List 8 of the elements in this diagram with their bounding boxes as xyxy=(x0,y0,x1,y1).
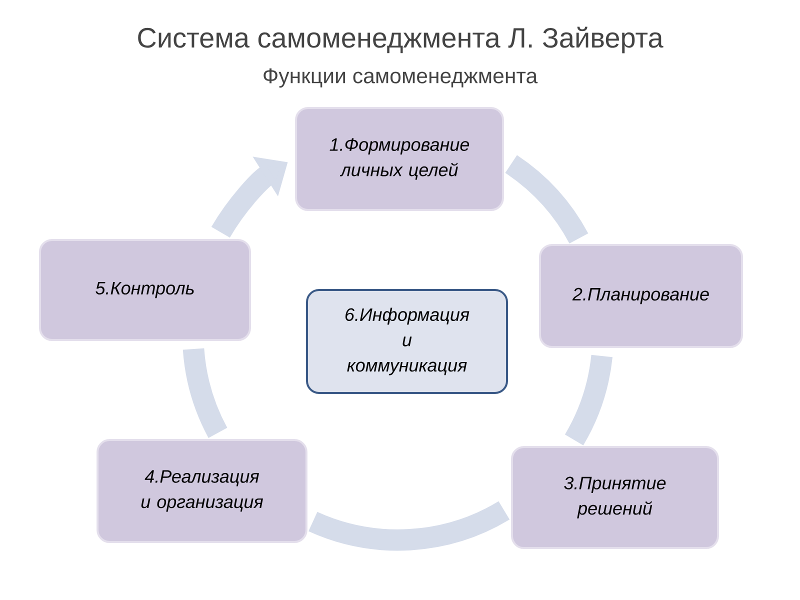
function-box: 2.Планирование xyxy=(539,244,743,348)
title: Система самоменеджмента Л. Зайверта xyxy=(138,26,664,54)
subtitle: Функции самоменеджмента xyxy=(264,68,538,88)
function-box: 3.Принятие решений xyxy=(511,446,719,550)
function-box: 1.Формирование личных целей xyxy=(295,107,504,211)
function-box: 5.Контроль xyxy=(39,239,251,341)
function-box: 4.Реализация и организация xyxy=(96,439,308,543)
center-box: 6.Информация и коммуникация xyxy=(306,289,508,394)
